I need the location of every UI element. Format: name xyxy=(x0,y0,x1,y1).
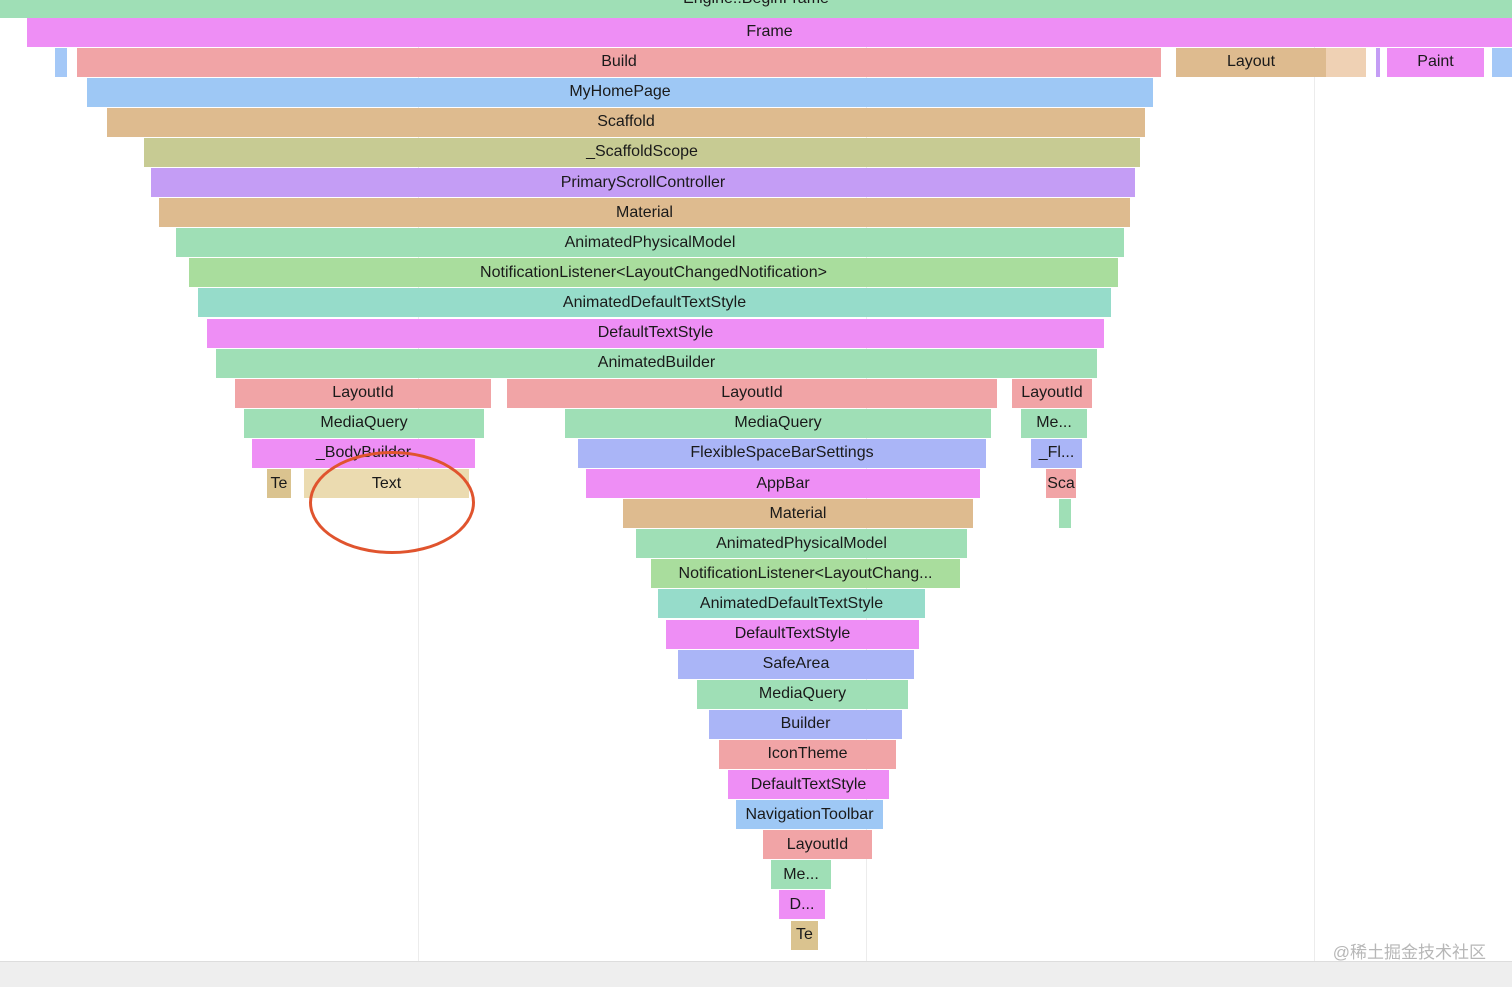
frame-layoutid-third[interactable]: LayoutId xyxy=(1012,378,1092,408)
frame-text-highlighted[interactable]: Text xyxy=(304,469,469,498)
frame-label: LayoutId xyxy=(721,384,783,402)
frame-paint[interactable]: Paint xyxy=(1387,47,1484,77)
frame-frame[interactable]: Frame xyxy=(27,17,1512,47)
frame-label: MediaQuery xyxy=(320,414,408,432)
frame-label: AnimatedDefaultTextStyle xyxy=(562,293,747,311)
frame-label: Te xyxy=(270,474,288,492)
frame-label: Material xyxy=(769,504,827,522)
frame-label: Sca xyxy=(1047,474,1075,492)
frame-label: AnimatedBuilder xyxy=(597,354,716,372)
grid-line xyxy=(1314,0,1315,986)
frame-third-fl[interactable]: _Fl... xyxy=(1031,438,1082,468)
frame-label: Me... xyxy=(783,865,819,883)
frame-appbar-animatedphysicalmodel[interactable]: AnimatedPhysicalModel xyxy=(636,529,967,559)
frame-label: AppBar xyxy=(756,474,810,492)
frame-label: Paint xyxy=(1417,53,1454,71)
frame-label: _ScaffoldScope xyxy=(586,143,698,161)
frame-label: Material xyxy=(616,203,673,221)
frame-label: LayoutId xyxy=(1021,384,1083,402)
frame-myhomepage[interactable]: MyHomePage xyxy=(87,77,1153,107)
frame-builder[interactable]: Builder xyxy=(709,709,902,739)
frame-third-me[interactable]: Me... xyxy=(1021,408,1087,438)
frame-label: NotificationListener<LayoutChangedNotifi… xyxy=(480,263,827,281)
frame-primaryscrollcontroller[interactable]: PrimaryScrollController xyxy=(151,168,1135,197)
frame-sliver[interactable] xyxy=(1492,47,1512,77)
frame-animateddefaulttextstyle[interactable]: AnimatedDefaultTextStyle xyxy=(198,288,1111,318)
frame-material[interactable]: Material xyxy=(159,198,1130,228)
frame-label: MediaQuery xyxy=(758,685,847,703)
frame-label: D... xyxy=(789,895,815,913)
frame-text-short[interactable]: Te xyxy=(267,469,291,498)
frame-label: LayoutId xyxy=(786,835,849,853)
frame-appbar-defaulttextstyle-2[interactable]: DefaultTextStyle xyxy=(728,770,889,799)
frame-notificationlistener[interactable]: NotificationListener<LayoutChangedNotifi… xyxy=(189,258,1118,288)
frame-scaffold[interactable]: Scaffold xyxy=(107,107,1145,137)
frame-appbar-layoutid[interactable]: LayoutId xyxy=(763,830,872,860)
frame-layout[interactable]: Layout xyxy=(1176,47,1326,77)
frame-engine-beginframe[interactable]: Engine::BeginFrame xyxy=(0,0,1512,18)
frame-flexiblespacebarsettings[interactable]: FlexibleSpaceBarSettings xyxy=(578,438,986,468)
frame-defaulttextstyle[interactable]: DefaultTextStyle xyxy=(207,318,1104,348)
frame-label: SafeArea xyxy=(762,655,830,673)
frame-label: Build xyxy=(601,53,637,71)
frame-safearea[interactable]: SafeArea xyxy=(678,649,914,679)
frame-label: Layout xyxy=(1226,53,1276,71)
frame-appbar-me[interactable]: Me... xyxy=(771,860,831,890)
frame-label: NotificationListener<LayoutChang... xyxy=(678,564,933,582)
frame-label: DefaultTextStyle xyxy=(734,625,851,642)
frame-mediaquery-body[interactable]: MediaQuery xyxy=(244,408,484,438)
frame-label: DefaultTextStyle xyxy=(750,775,867,793)
frame-appbar-mediaquery[interactable]: MediaQuery xyxy=(697,679,908,709)
frame-label: MediaQuery xyxy=(734,414,822,432)
frame-label: Me... xyxy=(1036,414,1072,432)
frame-appbar-te[interactable]: Te xyxy=(791,920,818,950)
frame-animatedphysicalmodel[interactable]: AnimatedPhysicalModel xyxy=(176,228,1124,258)
frame-label: _Fl... xyxy=(1038,444,1075,462)
frame-layoutid-appbar[interactable]: LayoutId xyxy=(507,378,997,408)
frame-label: IconTheme xyxy=(767,745,848,763)
frame-layoutid-body[interactable]: LayoutId xyxy=(235,378,491,408)
frame-label: NavigationToolbar xyxy=(745,805,874,823)
frame-label: AnimatedPhysicalModel xyxy=(564,233,736,251)
frame-label: Engine::BeginFrame xyxy=(683,0,829,8)
frame-label: Te xyxy=(796,926,813,943)
watermark: @稀土掘金技术社区 xyxy=(1332,943,1486,962)
frame-label: AnimatedDefaultTextStyle xyxy=(699,594,884,612)
frame-sliver[interactable] xyxy=(55,47,67,77)
frame-scaffoldscope[interactable]: _ScaffoldScope xyxy=(144,137,1140,167)
frame-label: Scaffold xyxy=(597,113,655,131)
frame-label: Frame xyxy=(746,23,793,40)
frame-label: Builder xyxy=(780,715,831,733)
frame-appbar-animateddefaulttextstyle[interactable]: AnimatedDefaultTextStyle xyxy=(658,589,925,619)
frame-label: FlexibleSpaceBarSettings xyxy=(690,444,874,462)
frame-build[interactable]: Build xyxy=(77,47,1161,77)
frame-label: PrimaryScrollController xyxy=(560,173,726,191)
frame-bodybuilder[interactable]: _BodyBuilder xyxy=(252,438,475,468)
frame-label: Text xyxy=(371,474,402,492)
frame-appbar[interactable]: AppBar xyxy=(586,469,980,498)
frame-mediaquery-appbar[interactable]: MediaQuery xyxy=(565,408,991,438)
frame-third-leaf[interactable] xyxy=(1059,499,1071,529)
frame-icontheme[interactable]: IconTheme xyxy=(719,739,896,769)
timeline-bottom-strip xyxy=(0,961,1512,987)
frame-animatedbuilder[interactable]: AnimatedBuilder xyxy=(216,348,1097,378)
frame-appbar-notificationlistener[interactable]: NotificationListener<LayoutChang... xyxy=(651,559,960,589)
frame-appbar-material[interactable]: Material xyxy=(623,499,973,529)
frame-label: LayoutId xyxy=(332,384,394,402)
frame-label: MyHomePage xyxy=(569,83,671,101)
frame-appbar-d[interactable]: D... xyxy=(779,890,825,920)
frame-label: _BodyBuilder xyxy=(315,444,412,462)
frame-appbar-defaulttextstyle[interactable]: DefaultTextStyle xyxy=(666,619,919,649)
frame-label: DefaultTextStyle xyxy=(597,324,714,341)
frame-sliver[interactable] xyxy=(1376,47,1380,77)
frame-third-sca[interactable]: Sca xyxy=(1046,469,1076,498)
frame-label: AnimatedPhysicalModel xyxy=(716,534,887,552)
frame-navigationtoolbar[interactable]: NavigationToolbar xyxy=(736,800,883,830)
frame-layout-tail[interactable] xyxy=(1326,47,1366,77)
